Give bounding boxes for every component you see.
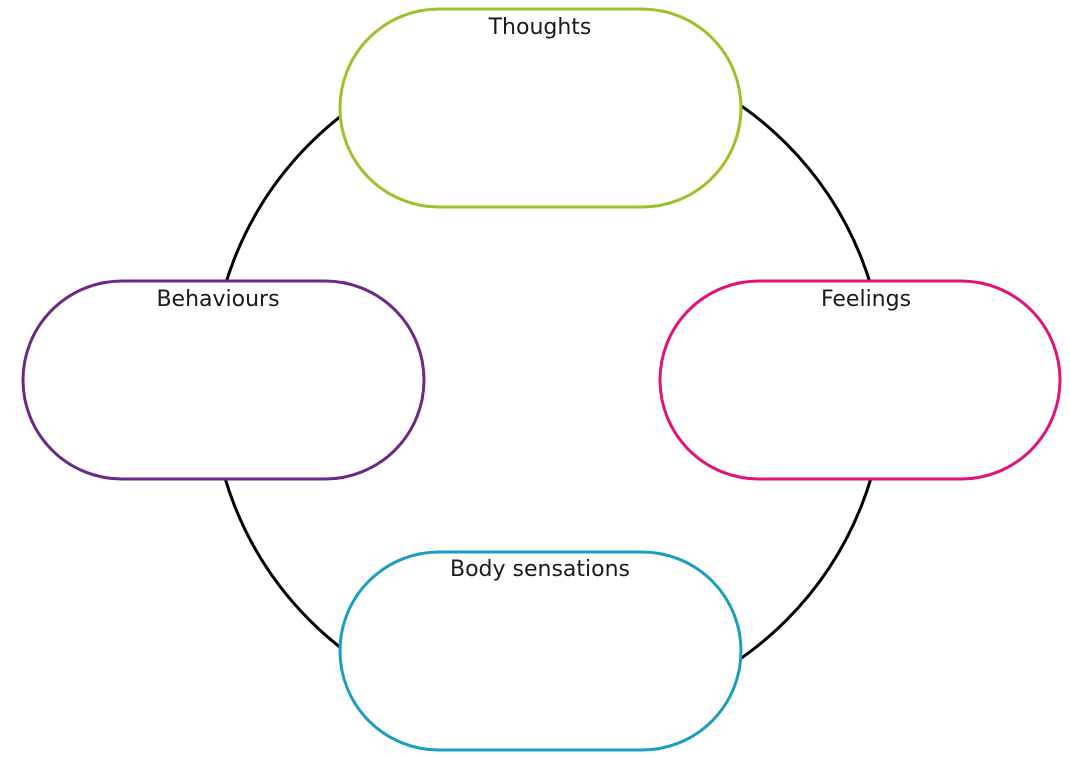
feelings-label: Feelings <box>821 287 911 312</box>
thoughts-box <box>338 7 743 209</box>
node-thoughts: Thoughts <box>338 7 743 209</box>
feelings-box <box>658 279 1062 481</box>
node-feelings: Feelings <box>658 279 1062 481</box>
thoughts-label: Thoughts <box>488 15 592 40</box>
behaviours-label: Behaviours <box>156 287 279 312</box>
node-behaviours: Behaviours <box>21 279 426 481</box>
body-sensations-box <box>338 550 743 752</box>
body-sensations-label: Body sensations <box>450 557 630 582</box>
node-body-sensations: Body sensations <box>338 550 743 752</box>
behaviours-box <box>21 279 426 481</box>
